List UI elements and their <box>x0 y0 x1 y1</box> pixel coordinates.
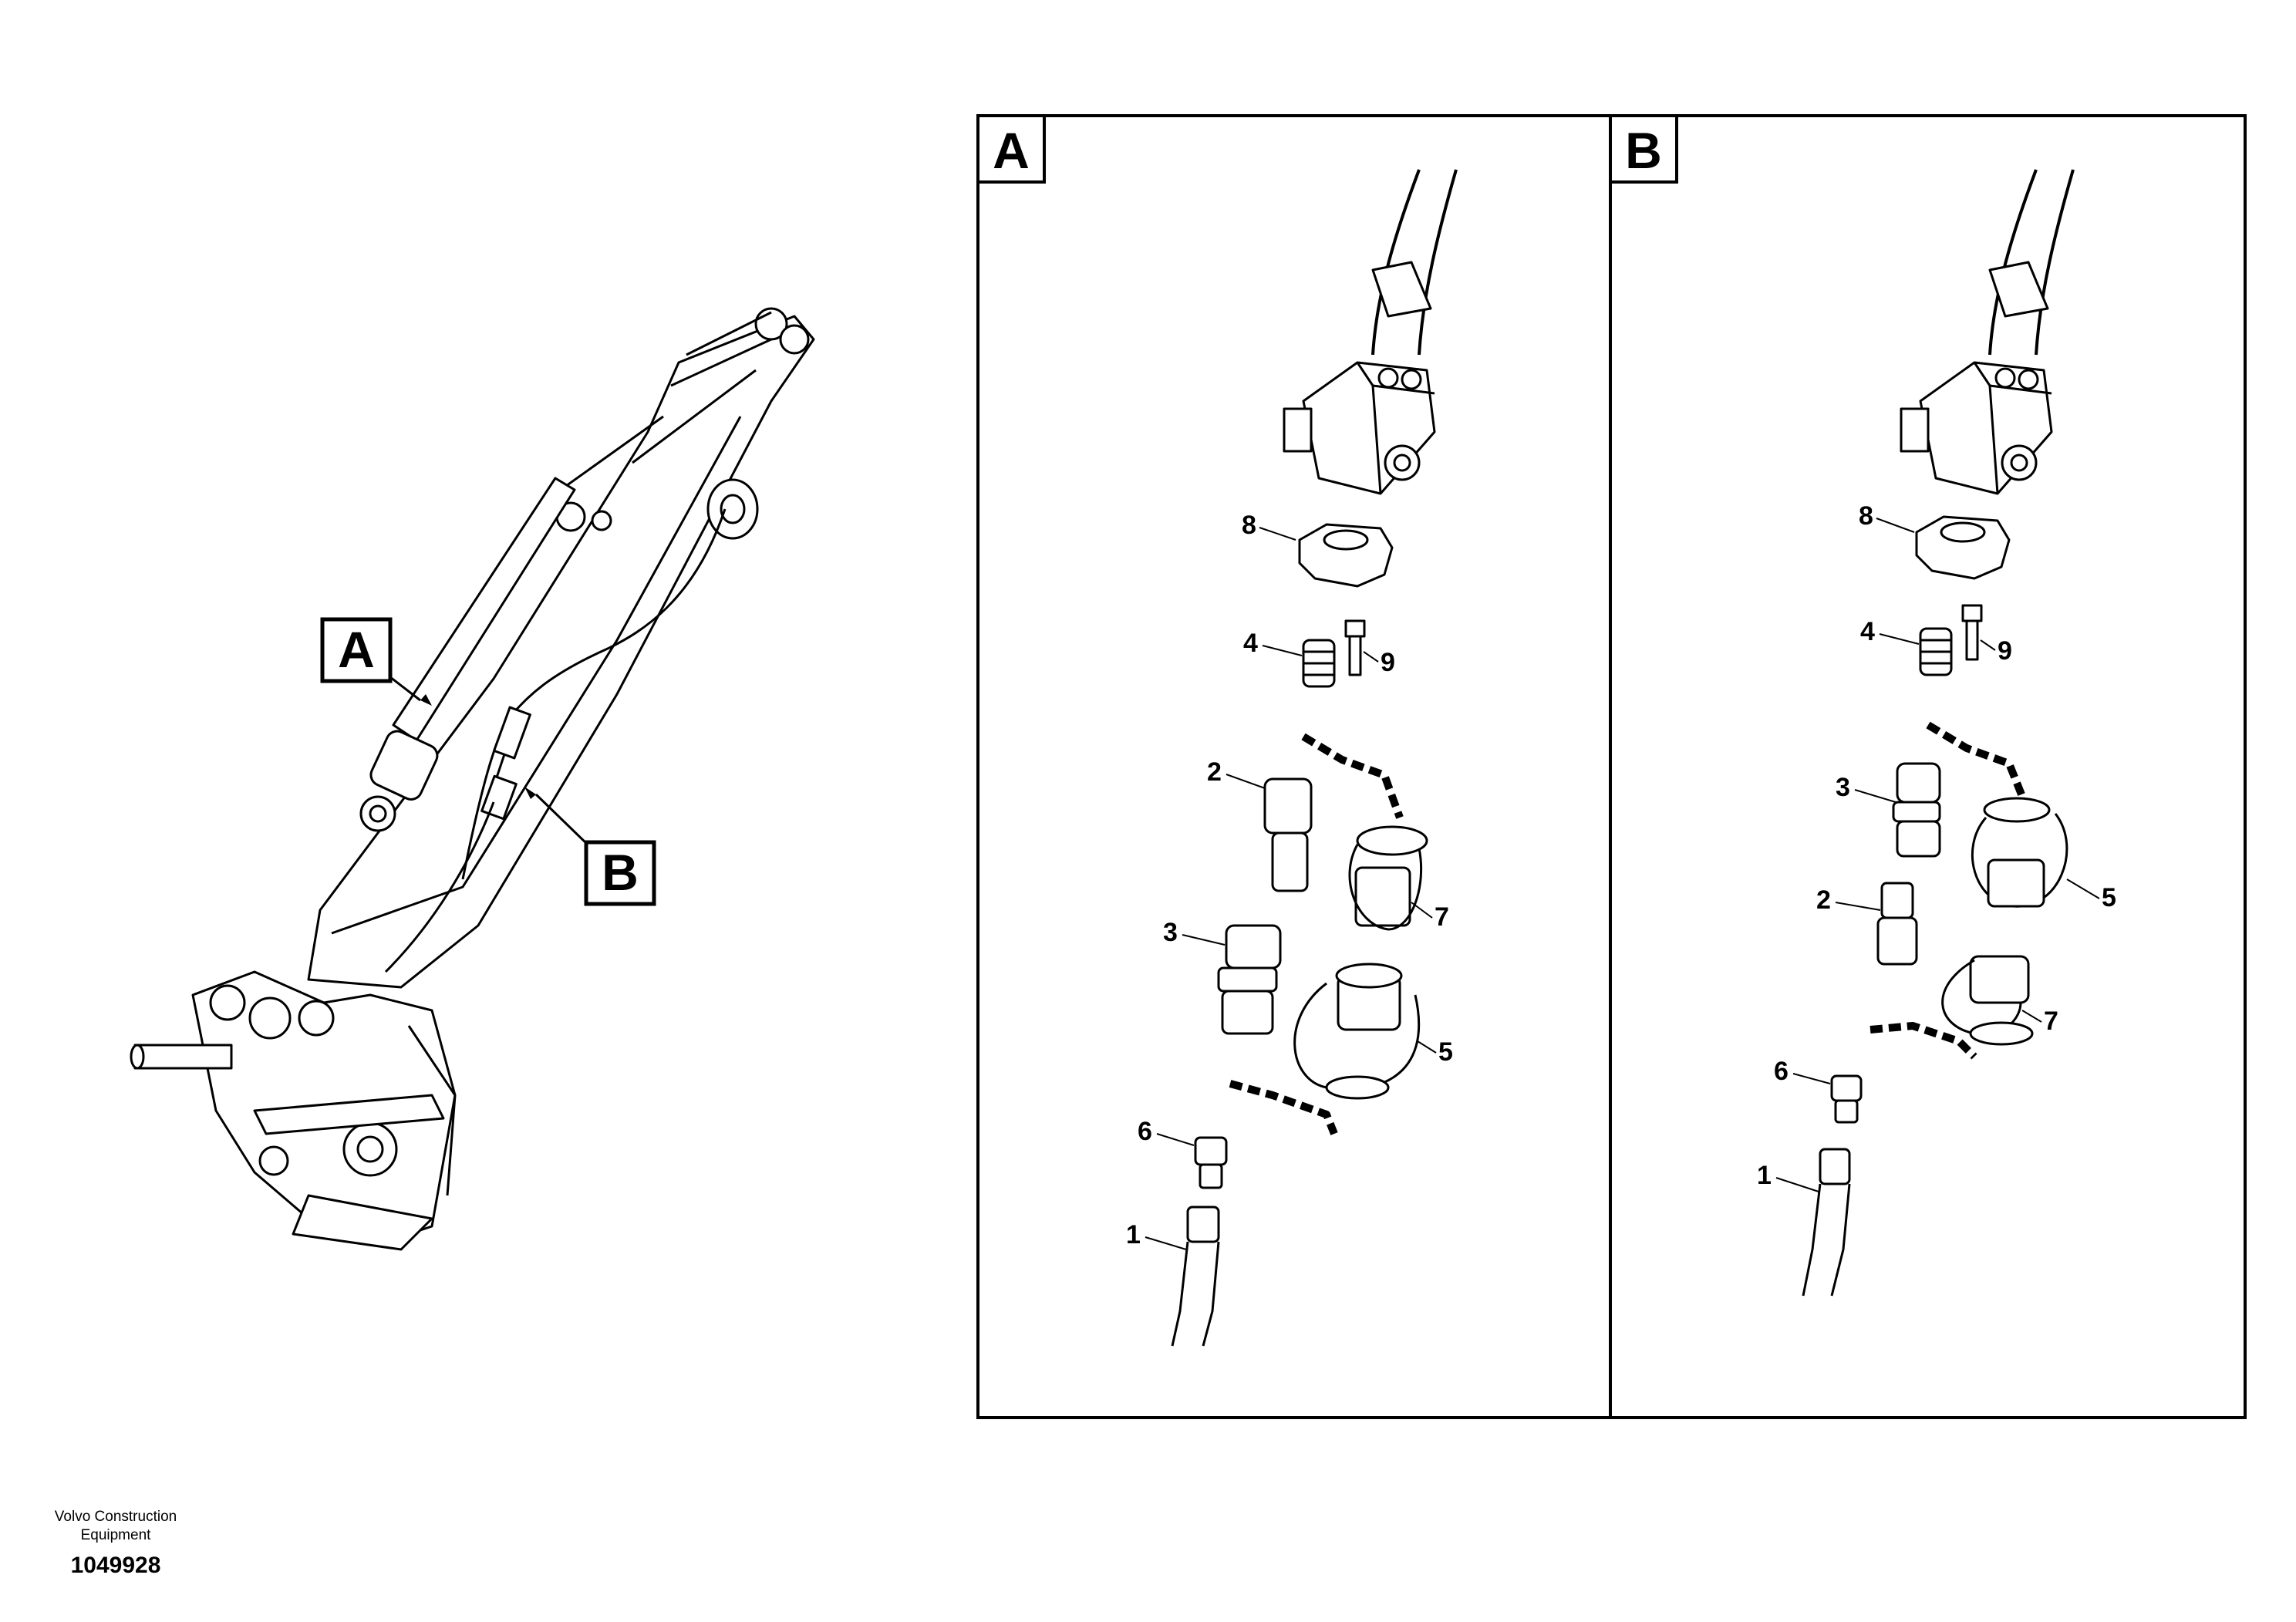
detail-frame <box>976 114 2247 1419</box>
overview-leader-a <box>389 676 432 706</box>
callout-3: 3 <box>1836 773 1850 802</box>
brand-line-1: Volvo Construction <box>54 1509 177 1525</box>
callout-7: 7 <box>1435 902 1449 932</box>
footer: Volvo Construction Equipment 1049928 <box>31 1508 201 1579</box>
callout-5: 5 <box>2102 883 2116 912</box>
callout-8: 8 <box>1859 501 1873 531</box>
svg-text:A: A <box>993 122 1030 179</box>
overview-leader-b <box>524 787 589 846</box>
panel-a: A <box>976 114 1458 1347</box>
callout-9: 9 <box>1998 636 2012 666</box>
panel-a-callouts: 8 4 9 2 7 3 5 6 1 <box>1126 511 1453 1250</box>
panel-b-parts <box>1802 168 2075 1297</box>
panel-b: B <box>1609 114 2116 1297</box>
callout-4: 4 <box>1243 629 1258 658</box>
panel-a-letter-box: A <box>976 114 1046 184</box>
document-number: 1049928 <box>70 1553 161 1578</box>
callout-8: 8 <box>1242 511 1256 540</box>
callout-2: 2 <box>1207 757 1222 787</box>
svg-text:B: B <box>1625 122 1662 179</box>
callout-9: 9 <box>1381 648 1395 677</box>
callout-2: 2 <box>1816 885 1831 915</box>
callout-6: 6 <box>1774 1057 1789 1086</box>
callout-7: 7 <box>2044 1007 2058 1036</box>
svg-text:B: B <box>602 844 639 901</box>
callout-4: 4 <box>1860 617 1875 646</box>
panel-a-parts <box>1171 168 1458 1347</box>
callout-1: 1 <box>1126 1220 1141 1249</box>
svg-text:A: A <box>338 621 375 678</box>
panel-b-letter-box: B <box>1609 114 1678 184</box>
callout-1: 1 <box>1757 1161 1772 1190</box>
callout-5: 5 <box>1438 1037 1453 1067</box>
overview-label-a: A <box>320 617 393 683</box>
brand-line-2: Equipment <box>80 1527 151 1543</box>
callout-6: 6 <box>1138 1117 1152 1146</box>
excavator-arm-illustration <box>130 307 815 1251</box>
callout-3: 3 <box>1163 918 1178 947</box>
panel-b-callouts: 8 4 9 3 5 2 7 6 1 <box>1757 501 2116 1192</box>
overview-label-b: B <box>584 840 656 906</box>
